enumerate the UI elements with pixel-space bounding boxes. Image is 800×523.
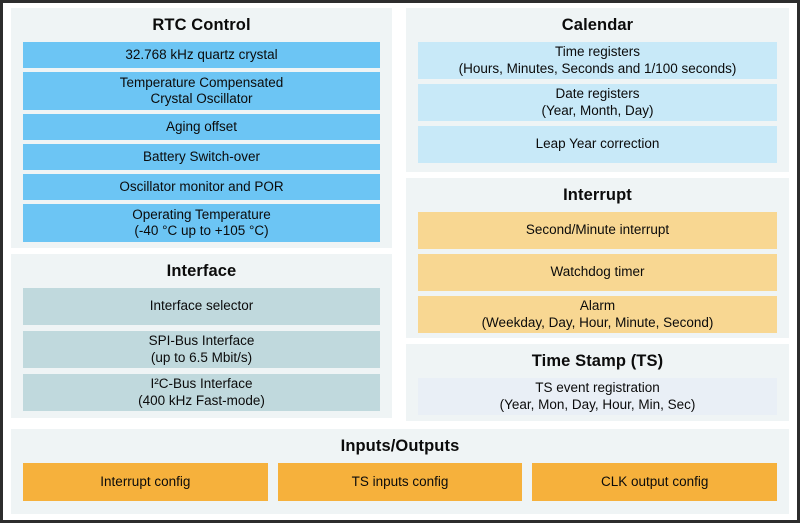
block-label-line: Battery Switch-over [142,148,261,164]
interface-title: Interface [166,262,237,280]
panel-rtc-control: RTC Control 32.768 kHz quartz crystal Te… [11,8,392,248]
block-date-registers: Date registers (Year, Month, Day) [418,84,777,121]
block-interface-selector: Interface selector [23,288,380,325]
block-label-line: Interface selector [149,298,254,314]
block-label-line: Aging offset [165,118,238,134]
block-clk-output-config: CLK output config [532,463,778,501]
block-operating-temperature: Operating Temperature (-40 °C up to +105… [23,204,380,242]
block-label-line: (-40 °C up to +105 °C) [134,223,269,238]
inputs-outputs-title: Inputs/Outputs [340,437,460,455]
block-label-line: Temperature Compensated [119,74,284,90]
block-label-line: (Weekday, Day, Hour, Minute, Second) [481,314,714,330]
block-label-line: SPI-Bus Interface [148,333,255,348]
block-label-line: (Year, Month, Day) [541,102,654,118]
block-oscillator-monitor-por: Oscillator monitor and POR [23,174,380,200]
diagram-columns: RTC Control 32.768 kHz quartz crystal Te… [11,8,789,421]
calendar-title: Calendar [561,16,634,34]
block-label-line: 32.768 kHz quartz crystal [125,46,278,62]
time-stamp-title: Time Stamp (TS) [531,352,664,370]
block-label-line: TS inputs config [351,473,449,489]
block-battery-switchover: Battery Switch-over [23,144,380,170]
block-label-line: Interrupt config [100,473,191,489]
block-second-minute-interrupt: Second/Minute interrupt [418,212,777,249]
block-label-line: Operating Temperature [132,206,271,222]
rtc-control-blocks: 32.768 kHz quartz crystal Temperature Co… [23,42,380,242]
interface-blocks: Interface selector SPI-Bus Interface (up… [23,288,380,411]
block-interrupt-config: Interrupt config [23,463,268,501]
block-alarm: Alarm (Weekday, Day, Hour, Minute, Secon… [418,296,777,333]
block-label-line: Watchdog timer [550,264,645,280]
block-ts-event-registration: TS event registration (Year, Mon, Day, H… [418,378,777,415]
block-tcxo: Temperature Compensated Crystal Oscillat… [23,72,380,110]
block-label-line: Crystal Oscillator [150,91,253,106]
block-spi-bus: SPI-Bus Interface (up to 6.5 Mbit/s) [23,331,380,368]
block-label-line: CLK output config [601,473,709,489]
block-label-line: Alarm [579,298,616,313]
block-quartz-crystal: 32.768 kHz quartz crystal [23,42,380,68]
left-column: RTC Control 32.768 kHz quartz crystal Te… [11,8,392,418]
panel-interrupt: Interrupt Second/Minute interrupt Watchd… [406,178,789,338]
block-time-registers: Time registers (Hours, Minutes, Seconds … [418,42,777,79]
panel-interface: Interface Interface selector SPI-Bus Int… [11,254,392,418]
panel-calendar: Calendar Time registers (Hours, Minutes,… [406,8,789,172]
block-label-line: Second/Minute interrupt [525,222,670,238]
block-i2c-bus: I²C-Bus Interface (400 kHz Fast-mode) [23,374,380,411]
block-leap-year-correction: Leap Year correction [418,126,777,163]
block-label-line: (up to 6.5 Mbit/s) [150,349,253,365]
block-ts-inputs-config: TS inputs config [277,463,523,501]
right-column: Calendar Time registers (Hours, Minutes,… [406,8,789,421]
block-label-line: (400 kHz Fast-mode) [138,392,265,408]
block-label-line: Time registers [554,44,640,59]
calendar-blocks: Time registers (Hours, Minutes, Seconds … [418,42,777,163]
block-label-line: Leap Year correction [535,136,660,152]
block-aging-offset: Aging offset [23,114,380,140]
time-stamp-blocks: TS event registration (Year, Mon, Day, H… [418,378,777,415]
block-label-line: Date registers [555,86,640,101]
panel-time-stamp: Time Stamp (TS) TS event registration (Y… [406,344,789,421]
block-label-line: (Hours, Minutes, Seconds and 1/100 secon… [458,60,737,76]
panel-inputs-outputs: Inputs/Outputs Interrupt config TS input… [11,429,789,514]
interrupt-blocks: Second/Minute interrupt Watchdog timer A… [418,212,777,333]
block-label-line: Oscillator monitor and POR [119,178,284,194]
block-label-line: I²C-Bus Interface [150,376,253,391]
inputs-outputs-blocks: Interrupt config TS inputs config CLK ou… [23,463,778,501]
block-label-line: TS event registration [535,380,660,395]
rtc-control-title: RTC Control [152,16,251,34]
interrupt-title: Interrupt [563,186,632,204]
block-watchdog-timer: Watchdog timer [418,254,777,291]
block-label-line: (Year, Mon, Day, Hour, Min, Sec) [499,396,696,412]
